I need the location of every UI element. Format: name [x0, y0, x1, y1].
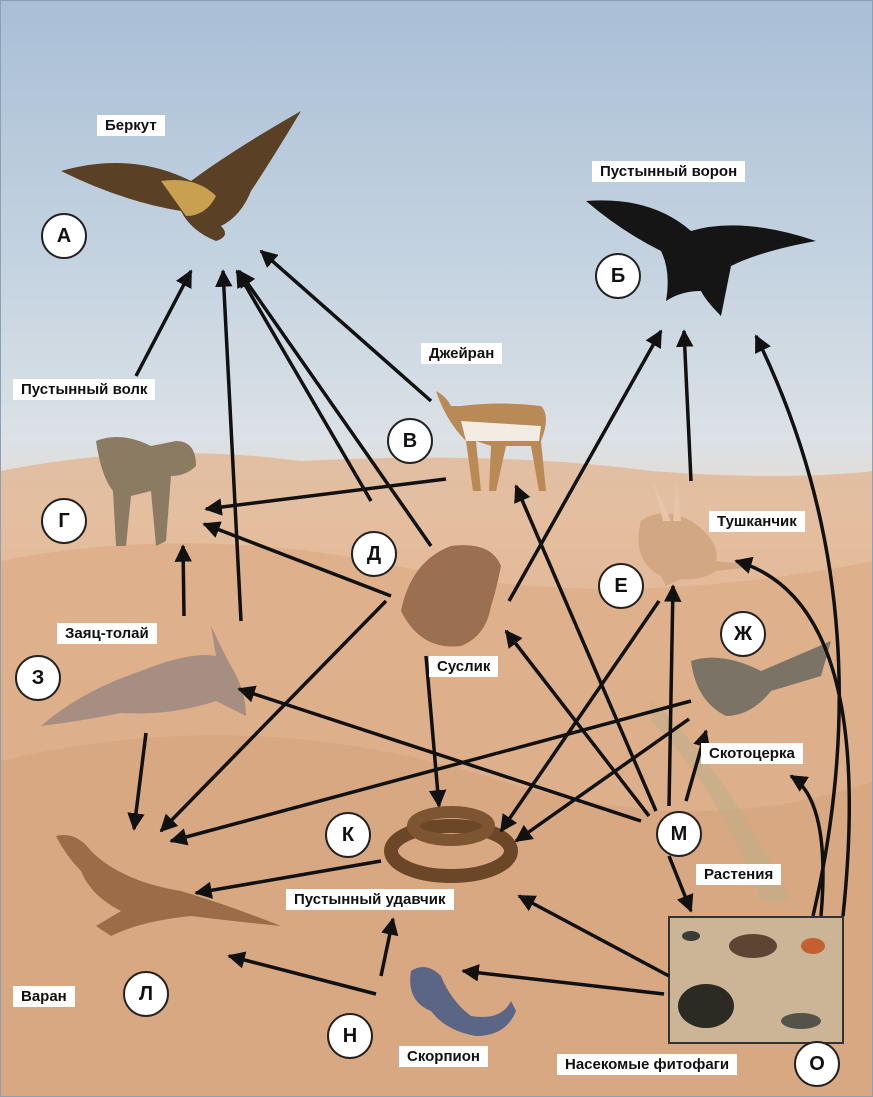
jerboa-figure: [638, 481, 761, 586]
hare-figure: [41, 626, 246, 726]
arrow-suslik-berkut1: [237, 269, 433, 548]
arrow-nasekomye-skototserka: [789, 774, 825, 917]
arrow-tushkanchik-voron: [675, 329, 694, 482]
arrow-volk-berkut: [134, 269, 193, 377]
circle-a: А: [41, 213, 87, 259]
circle-d: Д: [351, 531, 397, 577]
arrow-suslik-voron: [507, 329, 663, 602]
arrow-m-skototserka: [684, 729, 711, 802]
circle-n: Н: [327, 1013, 373, 1059]
arrow-suslik-varan: [159, 599, 388, 833]
arrow-tushkanchik-udavchik: [499, 600, 661, 833]
arrow-zayats-volk: [174, 544, 192, 617]
arrow-suslik-berkut2: [235, 269, 373, 502]
scorpion-figure: [410, 967, 516, 1036]
label-rasteniya: Растения: [696, 864, 782, 885]
arrow-m-suslik: [504, 629, 651, 818]
label-suslik: Суслик: [429, 656, 499, 677]
label-berkut: Беркут: [97, 115, 165, 136]
arrow-m-nasekomye: [667, 855, 694, 913]
label-nasekomye: Насекомые фитофаги: [557, 1054, 738, 1075]
circle-o: О: [794, 1041, 840, 1087]
circle-b: Б: [595, 253, 641, 299]
arrow-udavchik-varan: [194, 859, 382, 899]
label-volk: Пустынный волк: [13, 379, 156, 400]
arrow-zayats-berkut: [215, 269, 243, 622]
circle-m: М: [656, 811, 702, 857]
arrow-suslik-udavchik: [424, 655, 447, 808]
arrow-nasekomye-voron: [754, 334, 842, 917]
suslik-figure: [401, 545, 501, 647]
arrow-suslik-volk: [202, 521, 392, 598]
arrow-dzheyran-volk: [204, 477, 447, 516]
circle-z: З: [15, 655, 61, 701]
arrow-skototserka-udavchik: [514, 717, 691, 843]
label-skototserka: Скотоцерка: [701, 743, 803, 764]
arrow-skorpion-udavchik: [379, 917, 399, 977]
varan-figure: [56, 835, 281, 936]
gazelle-figure: [436, 391, 546, 491]
raven-figure: [586, 200, 816, 316]
arrow-m-tushkanchik: [663, 584, 682, 807]
circle-e: Е: [598, 563, 644, 609]
label-voron: Пустынный ворон: [592, 161, 746, 182]
arrow-skototserka-varan: [169, 699, 692, 846]
circle-k: К: [325, 812, 371, 858]
eagle-figure: [61, 111, 301, 241]
arrow-nasekomye-udavchik: [517, 894, 670, 978]
arrow-zayats-varan: [127, 732, 148, 831]
label-udavchik: Пустынный удавчик: [286, 889, 454, 910]
scotocerca-figure: [691, 641, 831, 716]
label-zayats: Заяц-толай: [57, 623, 157, 644]
circle-l: Л: [123, 971, 169, 1017]
wolf-figure: [96, 437, 196, 546]
arrow-nasekomye-tushkanchik: [734, 556, 852, 917]
arrow-m-dzheyran: [514, 484, 658, 812]
arrow-nasekomye-skorpion: [461, 964, 665, 996]
circle-v: В: [387, 418, 433, 464]
arrow-skorpion-varan: [227, 951, 377, 996]
label-tushkanchik: Тушканчик: [709, 511, 805, 532]
label-skorpion: Скорпион: [399, 1046, 488, 1067]
arrow-dzheyran-berkut: [259, 249, 433, 403]
circle-g: Г: [41, 498, 87, 544]
snake-figure: [384, 806, 518, 883]
label-dzheyran: Джейран: [421, 343, 503, 364]
circle-zh: Ж: [720, 611, 766, 657]
label-varan: Варан: [13, 986, 75, 1007]
